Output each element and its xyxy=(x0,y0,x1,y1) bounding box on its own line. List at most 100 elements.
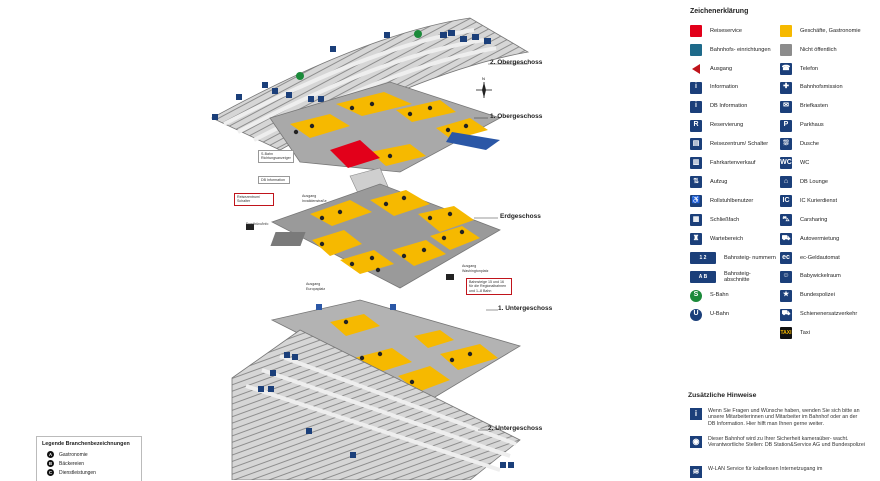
legend-label: S-Bahn xyxy=(710,292,729,299)
legend-item: S S-Bahn xyxy=(690,289,776,302)
legend-item: Reiseservice xyxy=(690,25,776,37)
platform-section-icon: A B xyxy=(690,271,716,284)
legend-label: Bundespolizei xyxy=(800,292,835,299)
carsharing-icon: ⛍ xyxy=(780,214,792,226)
legend-item: ▦Schließfach xyxy=(690,214,776,226)
legend-item: ⛟Schienenersatzverkehr xyxy=(780,308,874,321)
branch-code: C xyxy=(47,469,54,476)
note-item-help: i Wenn Sie Fragen und Wünsche haben, wen… xyxy=(690,408,865,427)
branch-label: Dienstleistungen xyxy=(59,469,96,476)
elevator-icon: ⇅ xyxy=(690,176,702,189)
legend-label: Wartebereich xyxy=(710,235,744,242)
info-icon: i xyxy=(690,408,702,420)
legend-label: Briefkasten xyxy=(800,103,828,110)
note-item-wlan: ≋ W-LAN Service für kabellosen Internetz… xyxy=(690,466,865,478)
mission-icon: ✚ xyxy=(780,81,792,94)
reservation-icon: R xyxy=(690,119,702,132)
legend-item: ♜ Wartebereich xyxy=(690,232,776,245)
legend-label: Bahnsteig- abschnitte xyxy=(724,270,751,284)
police-icon: ★ xyxy=(780,289,792,302)
notes-panel: Zusätzliche Hinweise i Wenn Sie Fragen u… xyxy=(684,392,874,478)
compass-icon: N xyxy=(476,76,492,98)
legend-label: Bahnsteig- nummern xyxy=(724,254,776,261)
legend-label: Information xyxy=(710,84,738,91)
legend-label: Bahnhofs- einrichtungen xyxy=(710,46,771,53)
waiting-icon: ♜ xyxy=(690,232,702,245)
note-text: W-LAN Service für kabellosen Internetzug… xyxy=(708,466,823,472)
legend-item: A B Bahnsteig- abschnitte xyxy=(690,271,776,284)
notes-title: Zusätzliche Hinweise xyxy=(688,392,757,399)
legend-item: ▤ Reisezentrum/ Schalter xyxy=(690,138,776,151)
db-info-icon: i xyxy=(690,100,702,113)
ausgang-sub-1: Invalidenstraße xyxy=(302,199,327,203)
wlan-icon: ≋ xyxy=(690,466,702,478)
legend-item: ☎Telefon xyxy=(780,62,874,75)
branch-legend-title: Legende Branchenbezeichnungen xyxy=(42,441,130,447)
fundbuero-label: Fundbüro/Info xyxy=(246,222,269,226)
legend-item: ☺Babywickelraum xyxy=(780,270,874,283)
legend-label: Reiseservice xyxy=(710,27,743,34)
sbahn-icon: S xyxy=(690,289,702,302)
branch-code: A xyxy=(47,451,54,458)
legend-label: Dusche xyxy=(800,141,819,148)
wc-icon: WC xyxy=(780,157,792,170)
legend-label: Reisezentrum/ Schalter xyxy=(710,141,769,148)
ausgang-sub-2: Washingtonplatz xyxy=(462,269,489,273)
ausgang-label-1: Ausgang xyxy=(302,194,317,198)
ausgang-label-2: Ausgang xyxy=(462,264,477,268)
legend-label: Rollstuhlbenutzer xyxy=(710,197,754,204)
legend-item: WC WC xyxy=(780,157,874,170)
legend-label: Aufzug xyxy=(710,178,728,185)
branch-item: C Dienstleistungen xyxy=(47,469,141,476)
legend-label: U-Bahn xyxy=(710,311,729,318)
car-rental-icon: ⛟ xyxy=(780,232,792,245)
label-leaders xyxy=(474,63,528,431)
mailbox-icon: ✉ xyxy=(780,100,792,113)
legend-item: Bahnhofs- einrichtungen xyxy=(690,43,776,56)
camera-icon: ◉ xyxy=(690,436,702,448)
label-2-untergeschoss: 2. Untergeschoss xyxy=(488,425,543,432)
legend-label: Fahrkartenverkauf xyxy=(710,160,756,167)
exit-arrow xyxy=(690,63,702,75)
label-1-untergeschoss: 1. Untergeschoss xyxy=(498,305,553,312)
legend-label: IC Kurierdienst xyxy=(800,197,837,204)
legend-item: ⛟ Autovermietung xyxy=(780,232,874,245)
legend-item: ✉ Briefkasten xyxy=(780,100,874,113)
branch-item: A Gastronomie xyxy=(47,451,141,458)
travel-center-icon: ▤ xyxy=(690,138,702,151)
red-square xyxy=(690,25,702,37)
legend-label: Parkhaus xyxy=(800,122,824,129)
legend-item: ⛍ Carsharing xyxy=(780,214,874,226)
legend-label: Babywickelraum xyxy=(800,273,841,280)
legend-item: Geschäfte, Gastronomie xyxy=(780,25,874,37)
legend-label: Autovermietung xyxy=(800,235,840,242)
legend-label: DB Lounge xyxy=(800,178,828,185)
legend-label: Carsharing xyxy=(800,216,828,223)
sbahn-callout: S-Bahn Richtungsanzeiger xyxy=(258,150,294,163)
db-info-callout: DB Information xyxy=(258,176,290,185)
platform-number-icon: 1 2 xyxy=(690,251,716,264)
legend-label: DB Information xyxy=(710,103,748,110)
ausgang-label-3: Ausgang xyxy=(306,282,321,286)
legend-item: Ausgang xyxy=(690,63,776,75)
branch-item: B Bäckereien xyxy=(47,460,141,467)
legend-label: Nicht öffentlich xyxy=(800,46,837,53)
label-erdgeschoss: Erdgeschoss xyxy=(500,213,541,220)
legend-item: 1 2 Bahnsteig- nummern xyxy=(690,251,776,264)
gray-square xyxy=(780,43,792,56)
ausgang-sub-3: Europaplatz xyxy=(306,287,326,291)
ubahn-icon: U xyxy=(690,308,702,321)
legend-item: ✚Bahnhofsmission xyxy=(780,81,874,94)
legend-label: WC xyxy=(800,160,810,167)
legend-item: ★ Bundespolizei xyxy=(780,289,874,302)
bus-replacement-icon: ⛟ xyxy=(780,308,792,321)
svg-text:N: N xyxy=(482,76,485,81)
legend-item: i DB Information xyxy=(690,100,776,113)
branch-code: B xyxy=(47,460,54,467)
legend-label: Geschäfte, Gastronomie xyxy=(800,27,861,34)
teal-square xyxy=(690,43,702,56)
